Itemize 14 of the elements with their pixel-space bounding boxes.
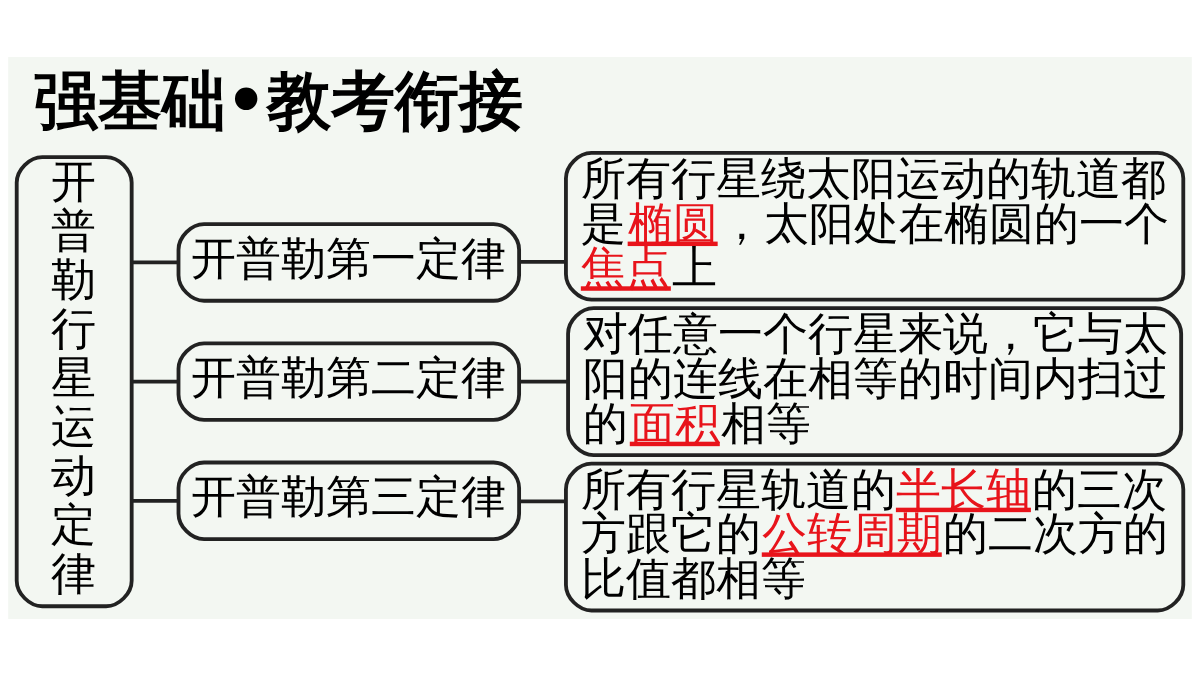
connector — [131, 379, 179, 384]
diagram-title: 强基础•教考衔接 — [33, 63, 523, 138]
node-box: 所有行星绕太阳运动的轨道都是椭圆，太阳处在椭圆的一个 焦点上 — [564, 150, 1186, 302]
connector — [131, 260, 179, 264]
connector — [519, 498, 566, 503]
node-box: 对任意一个行星来说，它与太阳的连线在相等的时间内扫过的面积相等 — [566, 305, 1184, 457]
node-box: 开普勒第一定律 — [176, 221, 522, 303]
connector — [131, 498, 179, 503]
node-box: 所有行星轨道的半长轴的三次方跟它的公转周期的二次方的比值都相等 — [564, 461, 1186, 612]
node-box: 开普勒行星运动定律 — [14, 154, 134, 608]
node-box: 开普勒第三定律 — [176, 460, 522, 541]
connector — [519, 259, 566, 264]
connector — [519, 379, 569, 384]
node-box: 开普勒第二定律 — [176, 340, 522, 422]
